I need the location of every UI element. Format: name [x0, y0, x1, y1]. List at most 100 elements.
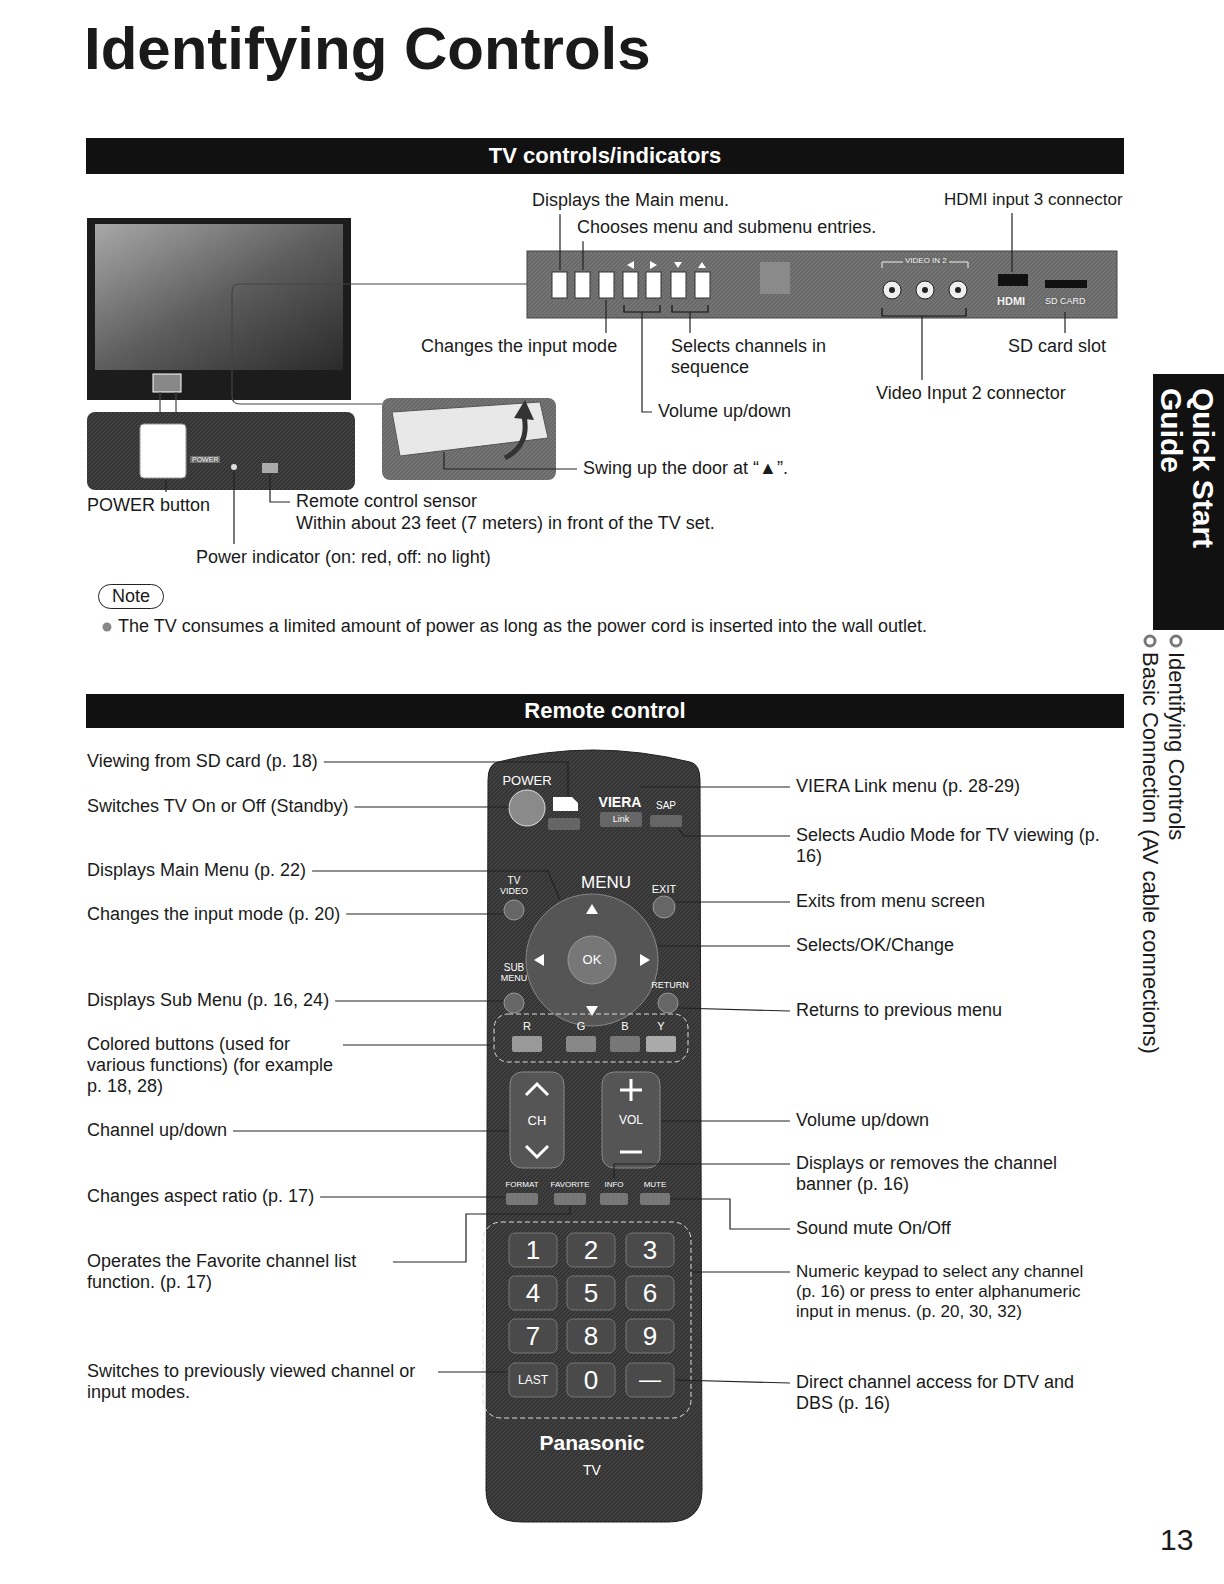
callout-label: Switches TV On or Off (Standby) [87, 796, 348, 817]
remote-control [483, 750, 702, 1522]
leader-line [444, 452, 577, 469]
remote-control-part [610, 1036, 640, 1052]
leader-line [676, 1380, 790, 1383]
side-panel-closeup-part [671, 272, 686, 298]
remote-control-part [602, 1072, 660, 1168]
button-label: SAP [656, 801, 676, 811]
leader-line [346, 913, 503, 914]
remote-control-part [509, 1319, 557, 1353]
remote-control-part [646, 1036, 676, 1052]
leader-line [689, 312, 690, 333]
button-label: TV [583, 1463, 601, 1477]
button-label: 9 [643, 1323, 657, 1349]
button-label: 5 [584, 1280, 598, 1306]
leader-line [614, 1164, 790, 1178]
front-door-part [382, 398, 556, 480]
power-closeup [87, 412, 355, 490]
callout-label: Viewing from SD card (p. 18) [87, 751, 318, 772]
tv-front [87, 218, 351, 400]
remote-control-part [526, 894, 658, 1026]
button-label: 7 [526, 1323, 540, 1349]
button-label: 0 [584, 1367, 598, 1393]
leader-line [165, 480, 166, 492]
leader-line [642, 312, 652, 412]
remote-control-part [626, 1276, 674, 1310]
callout-label: Exits from menu screen [796, 891, 985, 912]
chapter-tab: Quick Start Guide [1153, 374, 1224, 630]
button-label: SUB [504, 963, 525, 973]
side-panel-closeup-part [650, 261, 657, 269]
callout-label: POWER button [87, 495, 210, 516]
front-door-part [514, 400, 534, 420]
power-closeup-part [262, 463, 278, 473]
callout-label: Switches to previously viewed channel or… [87, 1361, 432, 1403]
tv-front-part [95, 224, 343, 370]
remote-control-part [600, 812, 642, 827]
remote-control-part [512, 1036, 542, 1052]
button-label: — [639, 1369, 661, 1391]
remote-control-part [510, 1072, 564, 1168]
side-panel-closeup-part [1045, 280, 1087, 288]
callout-label: Within about 23 feet (7 meters) in front… [296, 513, 715, 534]
callout-label: Changes the input mode [421, 336, 617, 357]
button-label: MUTE [644, 1181, 667, 1189]
front-door [382, 398, 556, 480]
side-panel-closeup-part [627, 261, 634, 269]
note-badge: Note [98, 584, 164, 609]
side-panel-closeup-part [552, 272, 567, 298]
button-label: RETURN [651, 981, 689, 990]
remote-control-part [566, 1036, 596, 1052]
callout-label: Changes the input mode (p. 20) [87, 904, 340, 925]
button-label: INFO [604, 1181, 623, 1189]
leader-line [582, 241, 583, 270]
callout-label: Remote control sensor [296, 491, 477, 512]
remote-control-part [567, 1233, 615, 1267]
callout-label: Direct channel access for DTV and DBS (p… [796, 1372, 1106, 1414]
button-label: Panasonic [539, 1432, 644, 1453]
button-label: OK [583, 953, 602, 966]
callout-label: SD card slot [1008, 336, 1106, 357]
side-panel-closeup-part [922, 287, 928, 293]
side-panel-closeup-part [624, 305, 966, 316]
tv-front-part [153, 374, 181, 392]
callout-label: VIERA Link menu (p. 28-29) [796, 776, 1020, 797]
remote-control-part [554, 1193, 586, 1205]
leader-line [343, 1044, 493, 1045]
side-panel-closeup-part [695, 272, 710, 298]
node-text: Note [112, 586, 150, 606]
button-label: R [523, 1021, 531, 1032]
button-label: 3 [643, 1237, 657, 1263]
power-closeup-part [231, 464, 237, 470]
leader-line [393, 1206, 570, 1262]
button-label: B [621, 1021, 628, 1032]
side-panel-closeup-part [623, 272, 638, 298]
remote-control-part [504, 900, 524, 920]
leader-line [233, 471, 234, 544]
button-label: 6 [643, 1280, 657, 1306]
callout-label: Changes aspect ratio (p. 17) [87, 1186, 314, 1207]
power-closeup-part [140, 424, 186, 478]
callout-label: HDMI input 3 connector [944, 190, 1123, 210]
button-label: TV [508, 876, 521, 886]
side-panel-closeup [527, 251, 1117, 318]
section-band: TV controls/indicators [86, 138, 1124, 174]
leader-line [233, 1130, 509, 1131]
callout-label: Power indicator (on: red, off: no light) [196, 547, 491, 568]
callout-label: Chooses menu and submenu entries. [577, 217, 876, 238]
button-label: MENU [581, 874, 631, 891]
button-label: 2 [584, 1237, 598, 1263]
panel-marking: POWER [190, 456, 220, 463]
callout-label: Volume up/down [796, 1110, 929, 1131]
button-label: Y [657, 1021, 664, 1032]
remote-control-part [567, 1319, 615, 1353]
remote-control-part [509, 1233, 557, 1267]
page-title: Identifying Controls [84, 16, 651, 82]
button-label: 8 [584, 1323, 598, 1349]
side-panel-closeup-part [760, 262, 790, 294]
leader-line [320, 1196, 505, 1197]
button-label: 1 [526, 1237, 540, 1263]
